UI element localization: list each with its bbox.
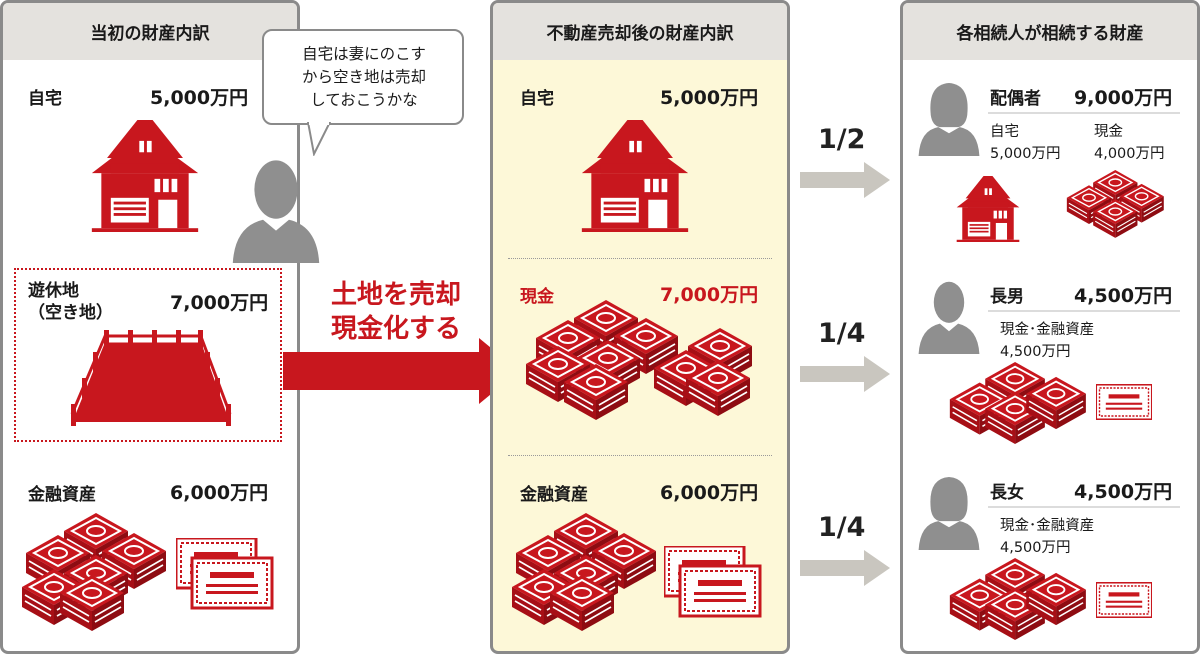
divider	[988, 310, 1180, 312]
fraction-daughter: 1/4	[818, 512, 866, 543]
house-icon	[956, 176, 1020, 242]
daughter-detail-amount: 4,500万円	[1000, 540, 1071, 556]
gray-arrow-spouse	[800, 162, 890, 198]
son-amount: 4,500万円	[1074, 285, 1173, 307]
spouse-item1-amount: 5,000万円	[990, 146, 1061, 162]
divider	[988, 506, 1180, 508]
cash-bundles-icon	[512, 513, 657, 631]
after-home-label: 自宅	[520, 89, 554, 109]
after-financial-label: 金融資産	[520, 485, 588, 505]
sell-land-caption: 土地を売却 現金化する	[330, 280, 461, 344]
initial-land-amount: 7,000万円	[170, 292, 269, 314]
after-financial-amount: 6,000万円	[660, 482, 759, 504]
divider	[988, 112, 1180, 114]
cash-bundles-icon	[1066, 170, 1165, 239]
cash-bundles-icon	[22, 513, 167, 631]
house-icon	[91, 120, 199, 232]
spouse-name: 配偶者	[990, 89, 1041, 109]
speech-bubble-tail	[306, 122, 332, 156]
son-detail: 現金･金融資産	[1000, 322, 1095, 338]
sell-arrow	[283, 338, 519, 404]
panel-initial-title: 当初の財産内訳	[3, 3, 297, 60]
spouse-amount: 9,000万円	[1074, 87, 1173, 109]
after-cash-amount: 7,000万円	[660, 284, 759, 306]
daughter-amount: 4,500万円	[1074, 481, 1173, 503]
initial-financial-amount: 6,000万円	[170, 482, 269, 504]
divider	[508, 258, 772, 259]
house-icon	[581, 120, 689, 232]
spouse-item2-amount: 4,000万円	[1094, 146, 1165, 162]
initial-financial-label: 金融資産	[28, 485, 96, 505]
after-home-amount: 5,000万円	[660, 87, 759, 109]
initial-home-amount: 5,000万円	[150, 87, 249, 109]
person-son-icon	[918, 281, 980, 354]
cash-bundles-icon	[525, 300, 753, 421]
securities-certificate-icon	[664, 546, 762, 618]
daughter-detail: 現金･金融資産	[1000, 518, 1095, 534]
panel-heirs-title: 各相続人が相続する財産	[903, 3, 1197, 60]
speech-bubble: 自宅は妻にのこす から空き地は売却 しておこうかな	[262, 29, 464, 125]
son-name: 長男	[990, 287, 1024, 307]
cash-bundles-icon	[948, 558, 1086, 640]
securities-certificate-icon	[1096, 384, 1152, 420]
divider	[508, 455, 772, 456]
gray-arrow-daughter	[800, 550, 890, 586]
securities-certificate-icon	[176, 538, 274, 610]
gray-arrow-son	[800, 356, 890, 392]
initial-land-label: 遊休地 （空き地）	[28, 281, 113, 323]
spouse-item1-label: 自宅	[990, 124, 1019, 140]
vacant-land-icon	[70, 330, 232, 426]
spouse-item2-label: 現金	[1094, 124, 1123, 140]
person-spouse-icon	[918, 83, 980, 156]
daughter-name: 長女	[990, 483, 1024, 503]
person-daughter-icon	[918, 477, 980, 550]
idle-land-highlight-box	[14, 268, 282, 442]
fraction-spouse: 1/2	[818, 124, 866, 155]
securities-certificate-icon	[1096, 582, 1152, 618]
panel-after-sale-title: 不動産売却後の財産内訳	[493, 3, 787, 60]
speech-bubble-text: 自宅は妻にのこす から空き地は売却 しておこうかな	[301, 45, 426, 109]
son-detail-amount: 4,500万円	[1000, 344, 1071, 360]
initial-home-label: 自宅	[28, 89, 62, 109]
fraction-son: 1/4	[818, 318, 866, 349]
person-husband-icon	[232, 160, 320, 263]
cash-bundles-icon	[948, 362, 1086, 444]
after-cash-label: 現金	[520, 287, 554, 307]
